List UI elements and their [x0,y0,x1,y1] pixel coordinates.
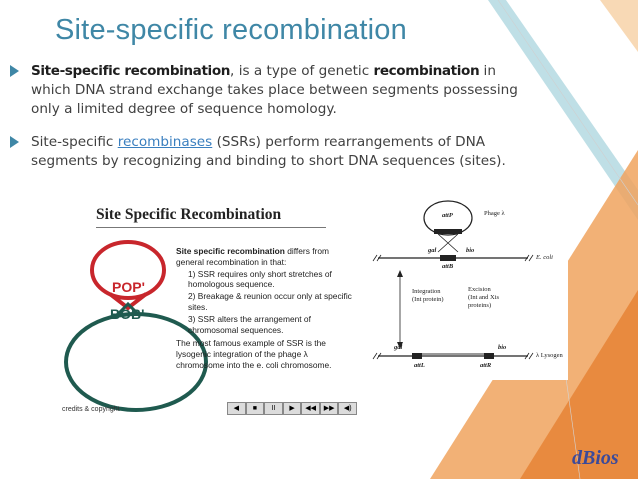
arrow-down-head [397,342,403,349]
term-site-specific-recombination: Site-specific recombination [31,63,231,79]
slide-title: Site-specific recombination [55,14,407,46]
attP-label: attP [442,212,453,219]
attL-box [412,353,422,359]
phage-loop-red [90,240,166,300]
lysogen-left-break [372,352,382,360]
figure-point-1: 1) SSR requires only short stretches of … [188,268,332,290]
bio-label-bottom: bio [498,344,507,351]
excision-label: Excision (Int and Xis proteins) [468,286,499,310]
gal-label-top: gal [428,247,437,254]
deco-teal-strip [488,0,638,220]
bullet-arrow-icon [10,65,19,77]
site-bob-label: BOB' [110,306,144,322]
site-specific-recombination-figure: Site Specific Recombination POP' BOB' Si… [60,192,360,420]
volume-button[interactable]: ◀) [338,402,358,415]
bio-label-top: bio [466,247,475,254]
deco-line [497,0,638,206]
bullet-1-text-a: , is a type of genetic [230,63,374,79]
attL-label: attL [414,362,425,369]
ecoli-label: E. coli [536,254,553,261]
step-back-button[interactable]: ◀◀ [301,402,320,415]
figure-title: Site Specific Recombination [96,206,282,223]
dbios-logo: dBios [572,447,619,469]
ecoli-left-break [372,254,382,262]
bullet-1-text-b: in which DNA strand exchange takes place… [31,63,518,117]
phage-lambda-label: Phage λ [484,210,505,217]
attR-box [484,353,494,359]
figure-point-3: 3) SSR alters the arrangement of chromos… [188,313,311,335]
bullet-1: Site-specific recombination, is a type o… [10,62,530,119]
credits-link[interactable]: credits & copyright [62,406,120,413]
term-recombination: recombination [373,63,480,79]
phage-circle [423,200,473,236]
figure-intro: Site specific recombination differs from… [176,246,356,268]
bullet-2-text-b: (SSRs) perform rearrangements of DNA seg… [31,134,506,169]
integration-label: Integration (Int protein) [412,288,444,304]
figure-point-2: 2) Breakage & reunion occur only at spec… [188,291,352,312]
figure-example: The most famous example of SSR is the ly… [176,338,332,370]
attB-box [440,255,456,261]
figure-intro-bold: Site specific recombination [176,246,285,256]
integration-label-line-1: Integration [412,288,441,295]
excision-label-line-1: Excision [468,286,491,293]
play-button[interactable]: ▶ [282,402,302,415]
lambda-integration-diagram [372,200,534,360]
playback-controls: ◀ ■ II ▶ ◀◀ ▶▶ ◀) [227,402,358,415]
recombinases-link[interactable]: recombinases [117,134,213,150]
figure-description: Site specific recombination differs from… [176,246,356,372]
attP-box [434,229,462,234]
crossover-green [114,301,142,318]
attB-label: attB [442,263,454,270]
ecoli-right-break [524,254,534,262]
excision-label-line-2: (Int and Xis [468,294,500,301]
stop-button[interactable]: ■ [245,402,265,415]
lysogen-right-break [524,352,534,360]
gal-label-bottom: gal [394,344,403,351]
figure-intro-text: differs from general recombination in th… [176,246,329,267]
bullet-arrow-icon [10,136,19,148]
integration-label-line-2: (Int protein) [412,296,444,303]
lambda-integration-figure: attP Phage λ gal bio attB E. coli Integr… [368,188,568,380]
rewind-button[interactable]: ◀ [227,402,246,415]
excision-label-line-3: proteins) [468,302,492,309]
deco-light-orange [600,0,638,52]
figure-rule [96,227,326,228]
crossover-red [108,292,148,311]
attR-label: attR [480,362,492,369]
bullet-1-text: Site-specific recombination, is a type o… [31,62,530,119]
bullet-2: Site-specific recombinases (SSRs) perfor… [10,133,530,171]
deco-dark-orange [520,290,638,479]
arrow-up-head [397,270,403,277]
lysogen-label: λ Lysogen [536,352,563,359]
pause-button[interactable]: II [264,402,283,415]
bullet-2-text-a: Site-specific [31,134,118,150]
crossing-lines [437,233,459,253]
bullet-2-text: Site-specific recombinases (SSRs) perfor… [31,133,530,171]
site-pop-label: POP' [112,279,145,295]
recombination-loop-diagram: POP' BOB' [64,240,208,412]
step-forward-button[interactable]: ▶▶ [319,402,339,415]
